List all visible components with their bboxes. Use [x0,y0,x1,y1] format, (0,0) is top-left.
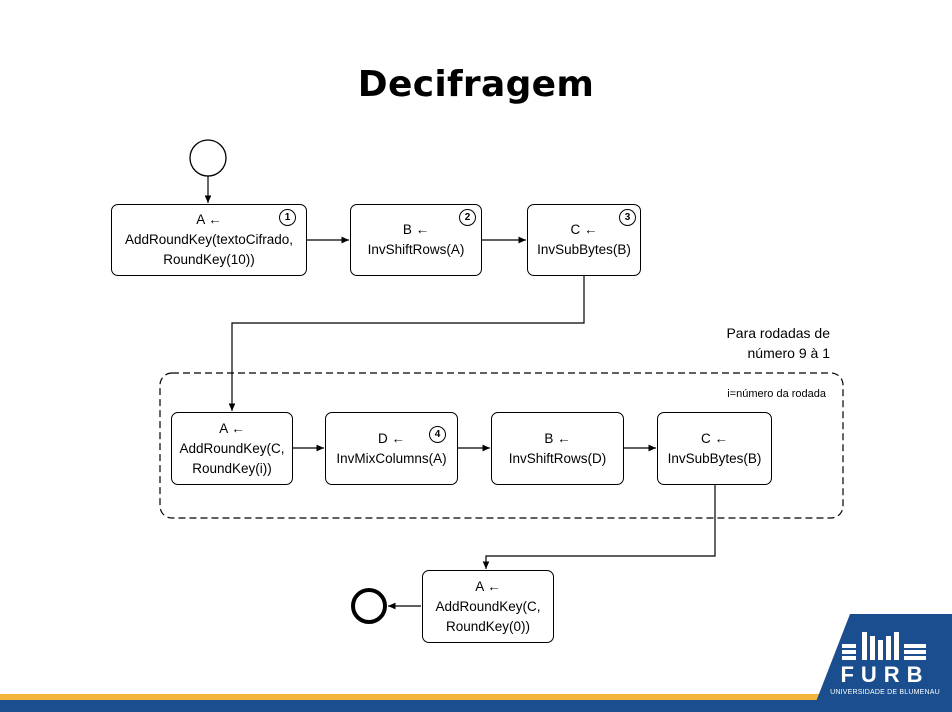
step-line: B ← [544,430,571,446]
step-line: C ← [701,430,728,446]
footer-stripe-blue [0,700,952,712]
step-addroundkey-initial: A ← AddRoundKey(textoCifrado, RoundKey(1… [111,204,307,276]
step-line: A ← [196,212,222,227]
step-line: AddRoundKey(C, [179,440,285,456]
furb-logo-subtitle: UNIVERSIDADE DE BLUMENAU [830,689,940,696]
step-number-badge: 3 [619,209,636,226]
step-line: B ← [402,222,430,237]
round-invmixcolumns: D ← InvMixColumns(A) 4 [325,412,458,485]
step-line: RoundKey(10)) [163,252,255,267]
step-line: InvSubBytes(B) [667,450,762,466]
step-line: InvSubBytes(B) [537,242,631,257]
end-node [351,588,387,624]
start-node [189,139,227,177]
footer-stripe-gold [0,694,952,700]
loop-label-line: número 9 à 1 [747,345,831,361]
loop-label: Para rodadas de número 9 à 1 [726,323,830,363]
round-addroundkey: A ← AddRoundKey(C, RoundKey(i)) [171,412,293,485]
step-line: RoundKey(0)) [445,618,531,634]
round-invsubbytes: C ← InvSubBytes(B) [657,412,772,485]
loop-label-line: Para rodadas de [726,325,830,341]
step-line: InvShiftRows(A) [367,242,465,257]
round-index-note: i=número da rodada [727,388,826,400]
step-line: A ← [219,420,245,436]
step-invsubbytes-initial: C ← InvSubBytes(B) 3 [527,204,641,276]
round-invshiftrows: B ← InvShiftRows(D) [491,412,624,485]
step-line: AddRoundKey(textoCifrado, [124,232,294,247]
step-invshiftrows-initial: B ← InvShiftRows(A) 2 [350,204,482,276]
step-line: RoundKey(i)) [192,460,272,476]
furb-logo-name: FURB [840,662,930,687]
step-number-badge: 1 [279,209,296,226]
step-addroundkey-final: A ← AddRoundKey(C, RoundKey(0)) [422,570,554,643]
step-line: InvMixColumns(A) [336,450,447,466]
step-line: D ← [378,430,405,446]
step-number-badge: 4 [429,426,446,443]
round-loop-frame [159,372,844,519]
furb-emblem-icon [842,632,926,660]
step-line: InvShiftRows(D) [508,450,607,466]
arrow-round4-to-final [482,485,716,569]
step-line: A ← [475,578,501,594]
step-number-badge: 2 [459,209,476,226]
slide-title: Decifragem [357,64,595,105]
arrow-step3-to-round1 [228,276,585,411]
step-line: C ← [570,222,598,237]
step-line: AddRoundKey(C, [435,598,541,614]
